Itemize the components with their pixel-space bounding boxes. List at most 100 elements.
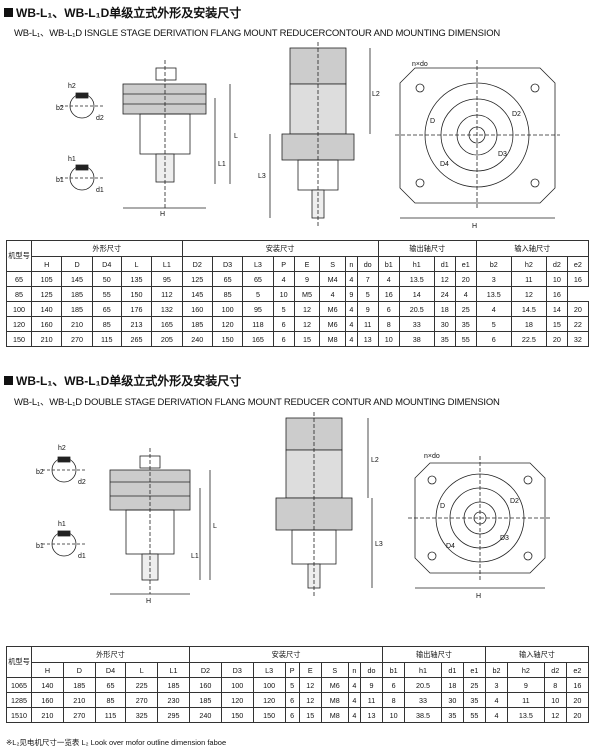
table-cell: 205 <box>151 331 183 347</box>
column-header: H <box>31 662 64 678</box>
label-H: H <box>160 211 165 218</box>
table-cell: 185 <box>62 677 96 693</box>
table-cell: 20.5 <box>398 301 435 317</box>
table-cell: 118 <box>242 316 274 332</box>
table-cell: 20 <box>454 271 477 287</box>
header-mounting: 安装尺寸 <box>181 240 379 257</box>
table-cell: 12 <box>543 707 567 723</box>
table-cell: 132 <box>151 301 183 317</box>
table-cell: 6 <box>272 331 295 347</box>
table-cell: 50 <box>91 271 122 287</box>
column-header: e1 <box>462 662 486 678</box>
table-cell: 270 <box>62 707 96 723</box>
column-header: D4 <box>91 256 122 272</box>
section1-table-column-header: H D D4 L L1 D2 D3 L3 P E S n do b1 h1 d1… <box>7 256 590 272</box>
table-cell: 145 <box>61 271 93 287</box>
table-cell: 8 <box>377 316 400 332</box>
table-cell: 18 <box>433 301 456 317</box>
table-cell: M6 <box>320 677 349 693</box>
table-cell: 65 <box>242 271 274 287</box>
table-cell: 165 <box>242 331 274 347</box>
column-header: b1 <box>382 662 406 678</box>
table-cell: 20 <box>565 707 590 723</box>
label-h1: h1 <box>68 156 76 163</box>
table-cell: 13.5 <box>398 271 435 287</box>
motor-side-view: L2 L3 <box>275 412 383 598</box>
section2-table-group-header: 机型号 外形尺寸 安装尺寸 输出轴尺寸 输入轴尺寸 <box>6 646 590 678</box>
table-cell: 24 <box>433 286 456 302</box>
table-cell: M8 <box>319 331 347 347</box>
table-cell: M4 <box>319 271 347 287</box>
table-cell: M6 <box>319 301 347 317</box>
label-H-plan: H <box>476 593 481 600</box>
table-cell: 125 <box>181 271 213 287</box>
table-cell: 6 <box>382 677 406 693</box>
column-header: do <box>356 256 379 272</box>
table-cell: 95 <box>151 271 183 287</box>
table-cell: 10 <box>543 692 567 708</box>
table-cell: 38.5 <box>404 707 442 723</box>
table-cell: M8 <box>320 707 349 723</box>
table-cell: 85 <box>91 316 122 332</box>
reducer-front-view: H L L1 <box>109 448 217 605</box>
section2-subtitle: WB-L₁、WB-L₁D DOUBLE STAGE DERIVATION FLA… <box>14 397 500 408</box>
column-header: D3 <box>211 256 244 272</box>
reducer-front-view: H L L1 <box>122 60 238 218</box>
column-header: e2 <box>566 256 590 272</box>
table-cell: 9 <box>356 301 379 317</box>
table-cell: 4 <box>319 286 347 302</box>
title-bullet <box>4 376 13 385</box>
section2-spec-table: 机型号 外形尺寸 安装尺寸 输出轴尺寸 输入轴尺寸 H D D4 L L1 D2… <box>6 646 590 723</box>
label-b1: b1 <box>56 177 64 184</box>
table-cell: 4 <box>345 301 358 317</box>
table-cell: 120 <box>211 316 244 332</box>
column-header: D3 <box>220 662 254 678</box>
table-cell: 12 <box>298 677 322 693</box>
table-cell: 12 <box>298 692 322 708</box>
label-D2: D2 <box>510 498 519 505</box>
table-cell: 8 <box>543 677 567 693</box>
table-cell: 4 <box>484 707 509 723</box>
model-cell: 1065 <box>6 677 32 693</box>
table-cell: 8 <box>382 692 406 708</box>
table-cell: 4 <box>377 271 400 287</box>
table-cell: 240 <box>188 707 222 723</box>
table-cell: 4 <box>272 271 295 287</box>
table-cell: 22.5 <box>510 331 547 347</box>
table-cell: 55 <box>462 707 486 723</box>
column-header: L3 <box>242 256 274 272</box>
table-cell: 160 <box>31 692 64 708</box>
table-cell: 9 <box>360 677 384 693</box>
table-cell: 9 <box>293 271 321 287</box>
table-cell: 120 <box>252 692 286 708</box>
table-cell: 270 <box>61 331 93 347</box>
table-cell: 14.5 <box>510 301 547 317</box>
table-cell: 150 <box>120 286 153 302</box>
table-cell: 145 <box>181 286 213 302</box>
header-output-shaft: 输出轴尺寸 <box>377 240 477 257</box>
footnote: ※L₂见电机尺寸一览表 L₂ Look over mofor outline d… <box>6 738 227 747</box>
label-D4: D4 <box>440 161 449 168</box>
table-cell: 10 <box>545 271 568 287</box>
table-cell: 9 <box>507 677 545 693</box>
label-ndo: n×do <box>424 453 440 460</box>
table-cell: 33 <box>404 692 442 708</box>
table-cell: 33 <box>398 316 435 332</box>
table-cell: 6 <box>272 316 295 332</box>
table-cell: 11 <box>510 271 547 287</box>
column-header: L1 <box>157 662 190 678</box>
table-cell: 4 <box>484 692 509 708</box>
table-cell: 20 <box>566 301 590 317</box>
column-header: P <box>284 662 300 678</box>
column-header: H <box>30 256 63 272</box>
column-header: e2 <box>565 662 590 678</box>
table-cell: 230 <box>157 692 190 708</box>
table-cell: 265 <box>120 331 153 347</box>
label-L: L <box>234 133 238 140</box>
model-cell: 65 <box>6 271 32 287</box>
table-cell: 22 <box>566 316 590 332</box>
table-cell: 9 <box>345 286 358 302</box>
table-cell: 185 <box>157 677 190 693</box>
header-mounting: 安装尺寸 <box>188 646 384 663</box>
